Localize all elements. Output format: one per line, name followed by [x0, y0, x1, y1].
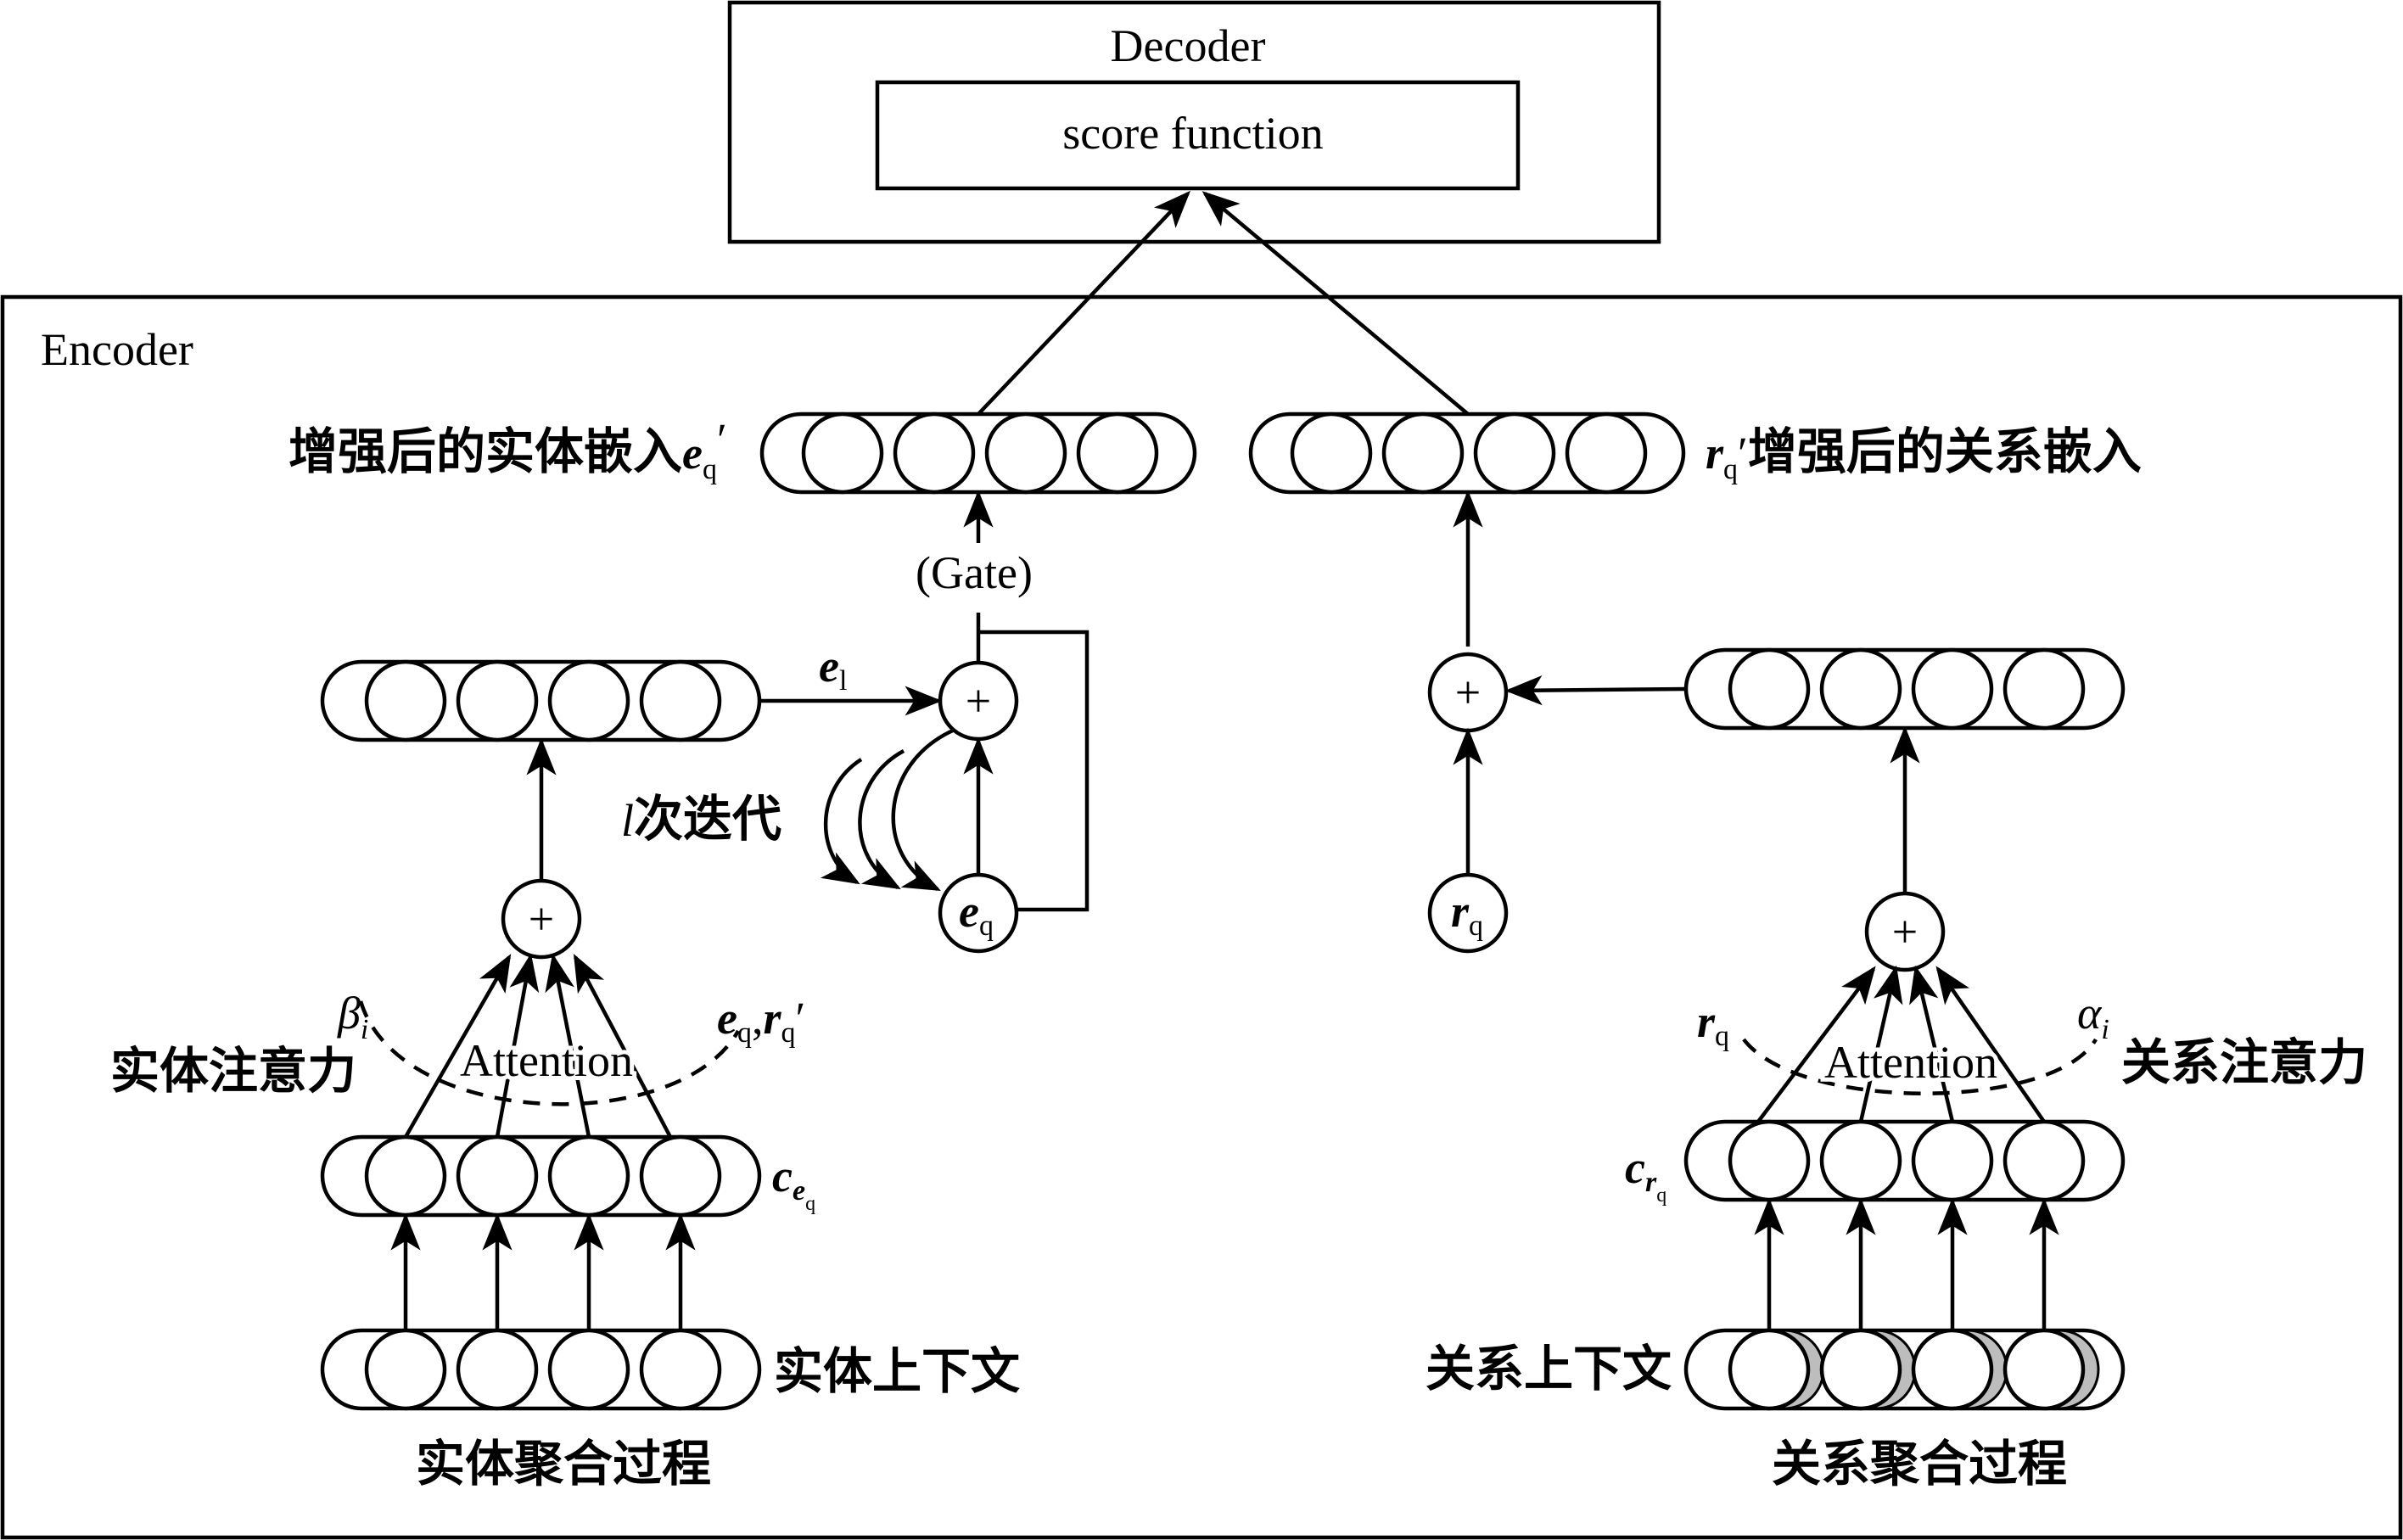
arrow-relation-to-decoder: [1202, 191, 1470, 416]
arrow-relation-agg-to-plus: [1504, 675, 1687, 706]
label-c-eq: ceq: [772, 1151, 815, 1215]
vector-enhanced-relation: [1248, 412, 1686, 495]
label-iterations: l次迭代: [621, 790, 781, 848]
label-entity-attention: 实体注意力: [110, 1042, 356, 1100]
entity-attention-label: Attention: [460, 1035, 633, 1086]
vector-relation-context-encoded: [1683, 1119, 2126, 1202]
label-entity-context: 实体上下文: [774, 1342, 1020, 1400]
plus-node-entity: +: [501, 878, 582, 960]
decoder-box: Decoder score function: [727, 0, 1661, 244]
plus-node-gate: +: [938, 660, 1019, 742]
attn-in-r3: [1909, 965, 1955, 1123]
attn-in-e1: [404, 954, 512, 1139]
label-el: el: [819, 641, 847, 697]
svg-text:rq: rq: [1451, 886, 1483, 942]
node-rq: rq: [1427, 872, 1509, 954]
label-query-rq: rq: [1697, 996, 1729, 1052]
vector-relation-context: [1683, 1328, 2126, 1411]
attn-in-r2: [1858, 965, 1903, 1123]
label-relation-process: 关系聚合过程: [1772, 1435, 2067, 1492]
svg-text:eq: eq: [959, 886, 994, 942]
relation-attention-curve: [1742, 1038, 2098, 1095]
svg-text:+: +: [1455, 667, 1481, 718]
vector-entity-aggregated: [320, 659, 762, 742]
attn-in-e4: [573, 954, 672, 1139]
attn-in-r4: [1935, 966, 2046, 1123]
label-c-rq: crq: [1625, 1142, 1666, 1207]
vector-entity-context-encoded: [320, 1134, 762, 1218]
iteration-arrow-3: [820, 758, 863, 885]
label-enhanced-relation: rq′增强后的关系嵌入: [1706, 423, 2142, 485]
attn-in-e3: [545, 953, 591, 1138]
gate-label: (Gate): [916, 547, 1033, 598]
label-relation-context: 关系上下文: [1426, 1340, 1672, 1397]
score-function-label: score function: [1062, 108, 1323, 159]
feedback-loop: [978, 630, 1089, 912]
label-alpha: αi: [2077, 988, 2109, 1045]
entity-attention-curve: [358, 1000, 740, 1106]
label-beta: βi: [337, 988, 368, 1045]
relation-attention-label: Attention: [1824, 1037, 1997, 1088]
attn-in-e2: [495, 953, 540, 1138]
label-query-eq-rq: eq,rq′: [717, 993, 805, 1049]
svg-text:+: +: [966, 675, 991, 726]
svg-text:+: +: [1892, 906, 1918, 957]
plus-node-relation-top: +: [1427, 652, 1509, 733]
node-eq: eq: [938, 872, 1019, 954]
label-entity-process: 实体聚合过程: [416, 1435, 711, 1492]
svg-text:+: +: [529, 893, 554, 944]
plus-node-relation: +: [1864, 891, 1946, 972]
vector-enhanced-entity: [759, 412, 1197, 495]
vector-relation-aggregated: [1683, 647, 2126, 731]
decoder-title: Decoder: [1111, 20, 1266, 71]
label-enhanced-entity: 增强后的实体嵌入eq′: [288, 414, 727, 485]
iteration-arrow-1: [891, 727, 955, 892]
label-relation-attention: 关系注意力: [2121, 1033, 2367, 1091]
encoder-box: Encoder: [0, 294, 2403, 1540]
vector-entity-context: [320, 1328, 762, 1411]
score-function-box: [875, 80, 1521, 191]
encoder-title: Encoder: [41, 324, 193, 375]
iteration-arrow-2: [858, 749, 905, 890]
arrow-entity-to-decoder: [977, 190, 1191, 416]
attn-in-r1: [1756, 966, 1876, 1123]
